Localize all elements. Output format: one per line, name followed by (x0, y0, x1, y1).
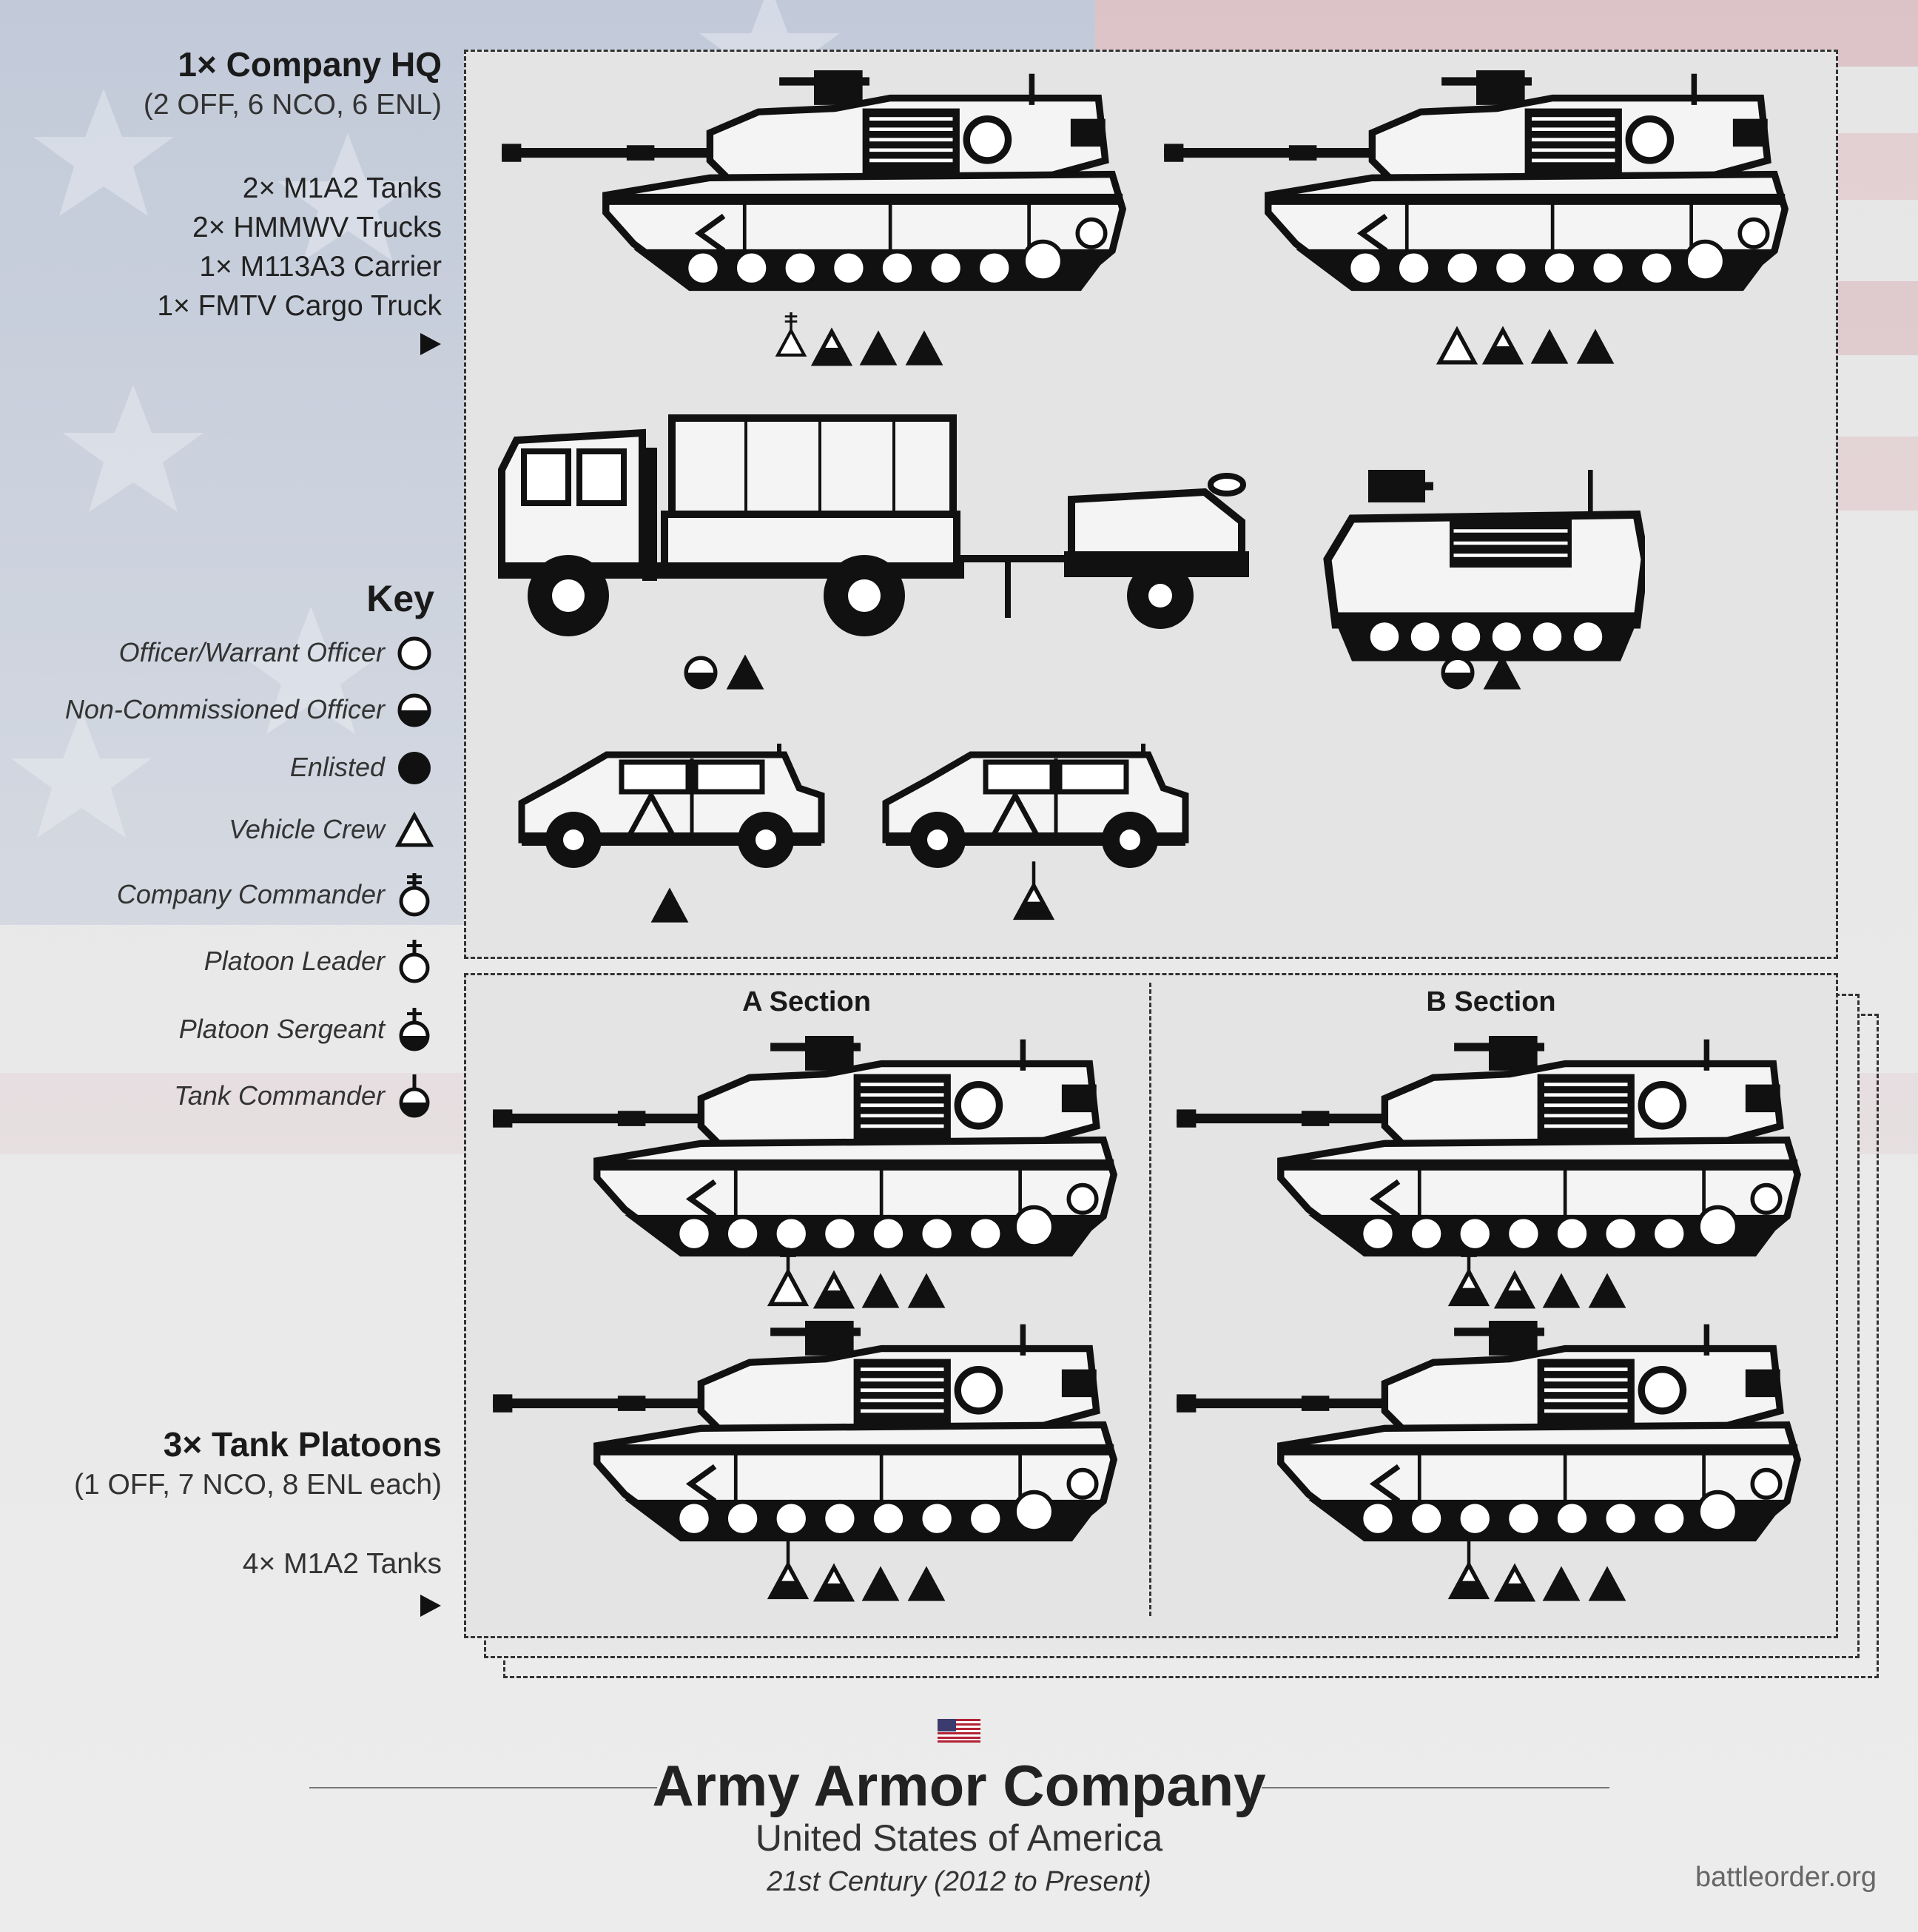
hmmwv-truck-2 (882, 744, 1193, 869)
key-title: Key (366, 578, 434, 619)
platoons-strength: (1 OFF, 7 NCO, 8 ENL each) (73, 1469, 442, 1501)
key-item-company-commander: Company Commander (0, 873, 437, 918)
section-divider (1149, 983, 1151, 1616)
vehicle-crew-enlisted-icon (859, 1270, 902, 1311)
key-item-tank-commander: Tank Commander (0, 1074, 437, 1119)
key-label: Platoon Leader (203, 946, 385, 976)
hq-tank-2 (1151, 70, 1802, 292)
platoons-equipment: 4× M1A2 Tanks (242, 1548, 442, 1580)
platoons-arrow-icon (420, 1595, 441, 1617)
platoon-tank-a2 (480, 1321, 1131, 1543)
nco-half-circle-icon (397, 693, 431, 727)
page-title: Army Armor Company (652, 1753, 1266, 1818)
tank-commander-crew-icon (1447, 1538, 1490, 1604)
vehicle-crew-enlisted-icon (1481, 651, 1524, 693)
tank-commander-crew-icon (767, 1538, 810, 1604)
footer-rule-left (309, 1787, 657, 1788)
platoon-tank-b1-crew (1447, 1245, 1629, 1315)
key-label: Platoon Sergeant (178, 1014, 385, 1044)
vehicle-crew-enlisted-icon (1540, 1270, 1583, 1311)
platoon-tank-b2 (1163, 1321, 1814, 1543)
vehicle-crew-nco-icon (1493, 1270, 1536, 1311)
vehicle-crew-enlisted-icon (724, 651, 767, 693)
vehicle-crew-nco-icon (812, 1270, 855, 1311)
platoon-tank-a2-crew (767, 1538, 948, 1608)
key-label: Vehicle Crew (229, 814, 385, 844)
key-item-platoon-sergeant: Platoon Sergeant (0, 1008, 437, 1052)
vehicle-crew-nco-icon (1493, 1563, 1536, 1604)
key-label: Officer/Warrant Officer (118, 637, 385, 667)
era-subtitle: 21st Century (2012 to Present) (767, 1866, 1151, 1897)
platoon-leader-icon (399, 940, 430, 983)
vehicle-crew-triangle-icon (394, 811, 434, 847)
platoon-tank-b2-crew (1447, 1538, 1629, 1608)
hq-equipment-item: 1× FMTV Cargo Truck (157, 290, 442, 322)
key-item-officer: Officer/Warrant Officer (0, 631, 437, 676)
platoons-title: 3× Tank Platoons (163, 1425, 442, 1464)
vehicle-crew-enlisted-icon (1574, 326, 1617, 367)
platoon-sergeant-icon (399, 1008, 430, 1051)
key-item-platoon-leader: Platoon Leader (0, 940, 437, 984)
hq-equipment-item: 1× M113A3 Carrier (199, 251, 442, 283)
key-label: Enlisted (289, 752, 385, 782)
tank-commander-crew-icon (1012, 858, 1055, 925)
m113-crew (1438, 651, 1524, 696)
vehicle-crew-enlisted-icon (1586, 1270, 1629, 1311)
hq-equipment-item: 2× M1A2 Tanks (242, 172, 442, 204)
vehicle-crew-enlisted-icon (859, 1563, 902, 1604)
enlisted-filled-circle-icon (398, 752, 431, 784)
site-credit: battleorder.org (1695, 1862, 1877, 1893)
hq-tank-1-crew (775, 302, 946, 372)
hq-tank-1 (488, 70, 1140, 292)
key-item-enlisted: Enlisted (0, 746, 437, 790)
fmtv-cargo-truck (494, 411, 1249, 647)
hq-arrow-icon (420, 333, 441, 355)
vehicle-crew-enlisted-icon (1586, 1563, 1629, 1604)
vehicle-crew-enlisted-icon (905, 1563, 948, 1604)
hq-tank-2-crew (1436, 326, 1617, 371)
tank-commander-icon (399, 1074, 430, 1118)
vehicle-crew-enlisted-icon (857, 327, 900, 368)
officer-circle-icon (397, 636, 431, 670)
vehicle-crew-nco-icon (810, 327, 853, 368)
hq-equipment-item: 2× HMMWV Trucks (192, 212, 442, 243)
key-item-vehicle-crew: Vehicle Crew (0, 808, 437, 852)
company-commander-icon (399, 873, 430, 917)
vehicle-crew-officer-icon (1436, 326, 1478, 367)
a-section-title: A Section (742, 986, 871, 1017)
vehicle-crew-nco-icon (812, 1563, 855, 1604)
b-section-title: B Section (1426, 986, 1556, 1017)
platoon-sergeant-crew-icon (1447, 1245, 1490, 1311)
footer-rule-right (1262, 1787, 1609, 1788)
hq-strength: (2 OFF, 6 NCO, 6 ENL) (143, 89, 442, 121)
platoon-tank-a1-crew (767, 1245, 948, 1315)
country-subtitle: United States of America (755, 1817, 1163, 1859)
platoon-tank-b1 (1163, 1036, 1814, 1258)
vehicle-crew-enlisted-icon (1528, 326, 1571, 367)
hq-equipment-list: 2× M1A2 Tanks 2× HMMWV Trucks 1× M113A3 … (157, 169, 442, 326)
hmmwv-truck-1 (518, 744, 829, 869)
m113a3-carrier (1319, 470, 1645, 665)
vehicle-crew-nco-icon (1481, 326, 1524, 367)
hq-title: 1× Company HQ (178, 45, 442, 84)
nco-crew-icon (1438, 653, 1478, 693)
platoon-tank-a1 (480, 1036, 1131, 1258)
key-label: Company Commander (116, 879, 385, 909)
nco-crew-icon (681, 653, 721, 693)
vehicle-crew-enlisted-icon (648, 884, 691, 926)
us-flag-icon (938, 1719, 980, 1743)
key-label: Tank Commander (174, 1080, 385, 1111)
platoon-leader-crew-icon (767, 1245, 810, 1311)
vehicle-crew-enlisted-icon (903, 327, 946, 368)
vehicle-crew-enlisted-icon (905, 1270, 948, 1311)
fmtv-crew (681, 651, 767, 696)
key-label: Non-Commissioned Officer (64, 694, 385, 724)
key-item-nco: Non-Commissioned Officer (0, 688, 437, 733)
company-commander-crew-icon (775, 302, 807, 368)
vehicle-crew-enlisted-icon (1540, 1563, 1583, 1604)
